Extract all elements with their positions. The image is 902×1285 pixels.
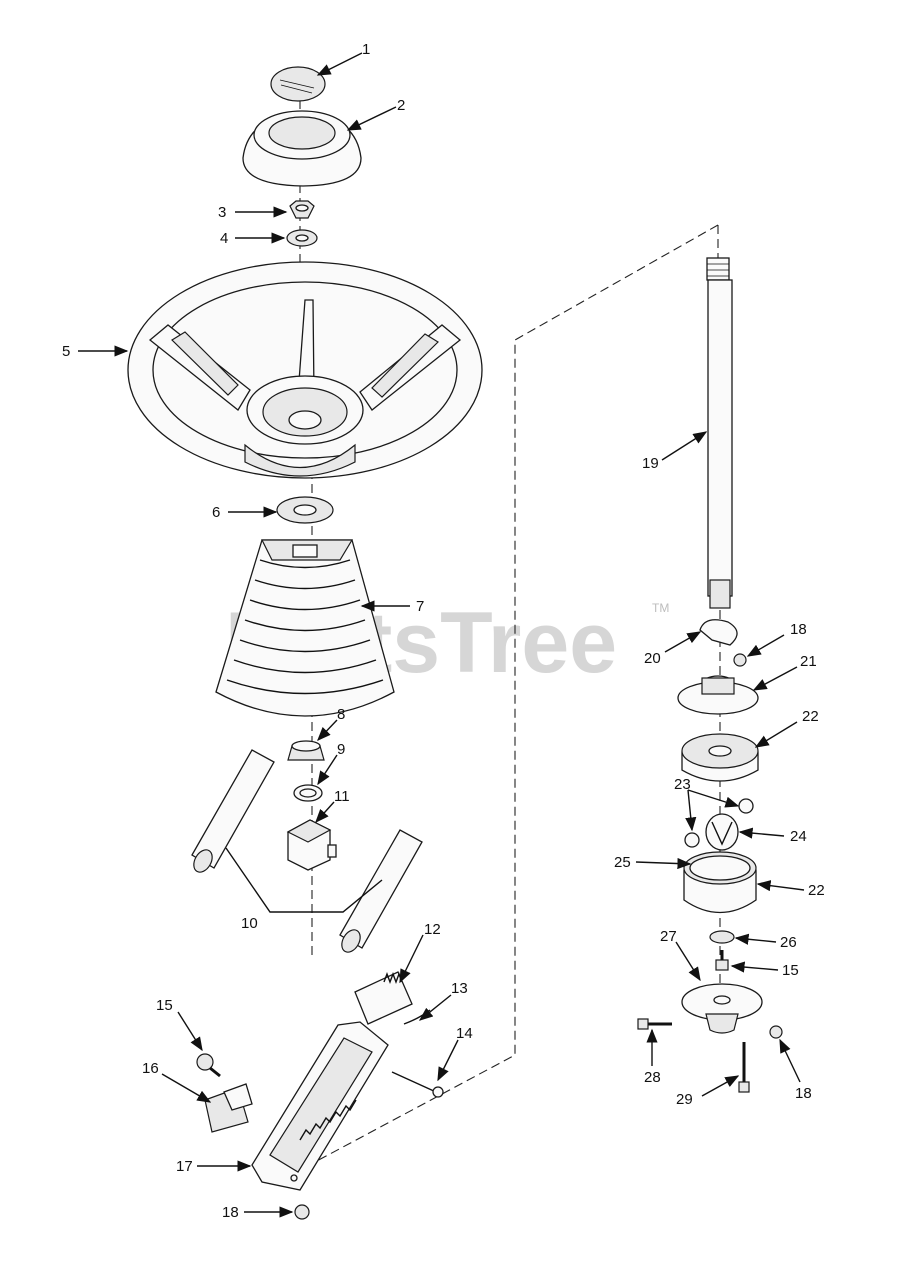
connector-path — [299, 224, 719, 1171]
callout-22-upper: 22 — [802, 708, 819, 725]
callout-20: 20 — [644, 650, 661, 667]
part-plate — [204, 1083, 253, 1133]
part-washer-right — [709, 930, 735, 944]
part-ball-2 — [684, 832, 700, 848]
watermark-tm: TM — [652, 601, 669, 615]
part-cap — [270, 66, 326, 102]
callout-4: 4 — [220, 230, 228, 247]
part-nut-bottom — [294, 1204, 310, 1220]
callout-3: 3 — [218, 204, 226, 221]
callout-27: 27 — [660, 928, 677, 945]
part-gear-lower — [683, 851, 757, 914]
part-boot — [215, 539, 395, 717]
callout-29: 29 — [676, 1091, 693, 1108]
part-washer-small — [286, 229, 318, 247]
callout-13: 13 — [451, 980, 468, 997]
part-bolt-vertical — [738, 1042, 750, 1093]
callout-7: 7 — [416, 598, 424, 615]
part-handle-tubes — [191, 749, 423, 953]
callout-18-bottom: 18 — [222, 1204, 239, 1221]
callout-22-lower: 22 — [808, 882, 825, 899]
part-base-plate — [681, 983, 763, 1034]
part-clamp — [699, 619, 738, 646]
part-bolt-right — [715, 950, 729, 971]
part-bushing — [287, 740, 325, 761]
callout-11: 11 — [334, 788, 350, 805]
callout-18-right-bottom: 18 — [795, 1085, 812, 1102]
part-hub-cover — [242, 110, 362, 187]
callout-17: 17 — [176, 1158, 193, 1175]
part-nut-right-top — [733, 653, 747, 667]
callout-15-left: 15 — [156, 997, 173, 1014]
callout-14: 14 — [456, 1025, 473, 1042]
callout-8: 8 — [337, 706, 345, 723]
callout-labels: 1 2 3 4 5 6 7 8 9 10 11 12 13 14 15 16 1… — [62, 41, 825, 1221]
callout-1: 1 — [362, 41, 370, 58]
callout-16: 16 — [142, 1060, 159, 1077]
callout-2: 2 — [397, 97, 405, 114]
callout-15-right: 15 — [782, 962, 799, 979]
part-ball-1 — [738, 798, 754, 814]
part-ring — [293, 784, 323, 802]
part-nut-right-bottom — [769, 1025, 783, 1039]
callout-9: 9 — [337, 741, 345, 758]
part-cone — [705, 813, 739, 851]
callout-10: 10 — [241, 915, 258, 932]
part-steering-wheel — [127, 261, 483, 479]
callout-12: 12 — [424, 921, 441, 938]
callout-19: 19 — [642, 455, 659, 472]
callout-5: 5 — [62, 343, 70, 360]
callout-25: 25 — [614, 854, 631, 871]
part-bolt-left — [196, 1053, 221, 1078]
part-adapter-block — [286, 819, 337, 871]
part-gear-upper — [681, 733, 759, 782]
part-bolt-horizontal — [637, 1018, 672, 1030]
part-flange — [677, 675, 759, 715]
part-spring — [354, 971, 413, 1025]
part-pin — [391, 1071, 444, 1098]
callout-24: 24 — [790, 828, 807, 845]
callout-23: 23 — [674, 776, 691, 793]
callout-18-right-top: 18 — [790, 621, 807, 638]
part-washer-large — [276, 496, 334, 524]
part-nut — [289, 200, 315, 219]
callout-28: 28 — [644, 1069, 661, 1086]
part-clip — [403, 1009, 431, 1025]
callout-6: 6 — [212, 504, 220, 521]
part-steering-shaft — [706, 257, 733, 609]
callout-26: 26 — [780, 934, 797, 951]
part-bracket — [251, 1021, 389, 1191]
leader-lines — [78, 52, 805, 1218]
callout-21: 21 — [800, 653, 817, 670]
